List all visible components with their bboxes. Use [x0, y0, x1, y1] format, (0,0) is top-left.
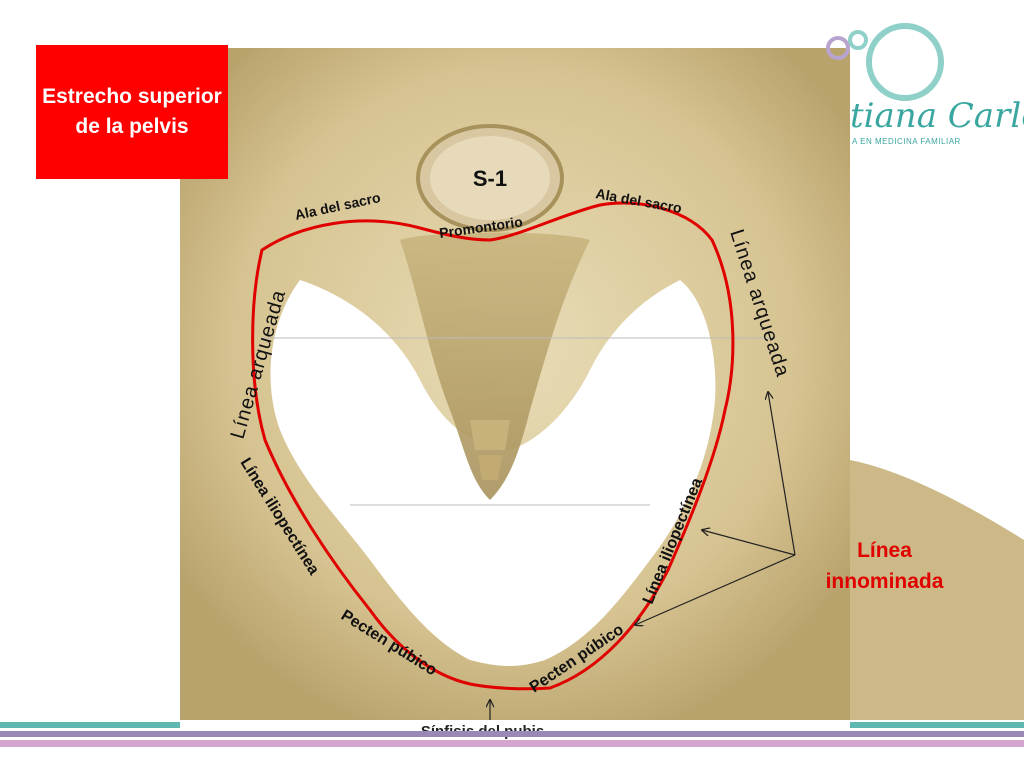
sacrum: [400, 232, 590, 500]
stripe-teal-right: [850, 722, 1024, 728]
linea-innominada-label: Línea innominada: [825, 539, 944, 593]
pelvic-brim-outline: [251, 201, 735, 691]
stripe-teal-left: [0, 722, 180, 728]
s1-disc: [430, 136, 550, 220]
stripe-purple: [0, 731, 1024, 737]
coccyx: [470, 420, 510, 450]
page-title: Estrecho superior de la pelvis: [36, 45, 228, 179]
bone-extension: [850, 460, 1024, 720]
s1-label: S-1: [473, 166, 507, 191]
coccyx-tip: [478, 455, 502, 480]
logo-figure-icon-2: [848, 30, 868, 50]
logo-figure-icon: [826, 36, 850, 60]
logo-ring: [866, 23, 944, 101]
stripe-pink: [0, 740, 1024, 747]
arrow-to-pecten: [635, 554, 796, 625]
arrow-to-iliopectinea: [702, 530, 796, 556]
logo-text: tiana Carles: [850, 96, 1024, 136]
arrow-to-arqueada: [768, 392, 796, 556]
logo-subtitle: A EN MEDICINA FAMILIAR: [852, 137, 961, 146]
